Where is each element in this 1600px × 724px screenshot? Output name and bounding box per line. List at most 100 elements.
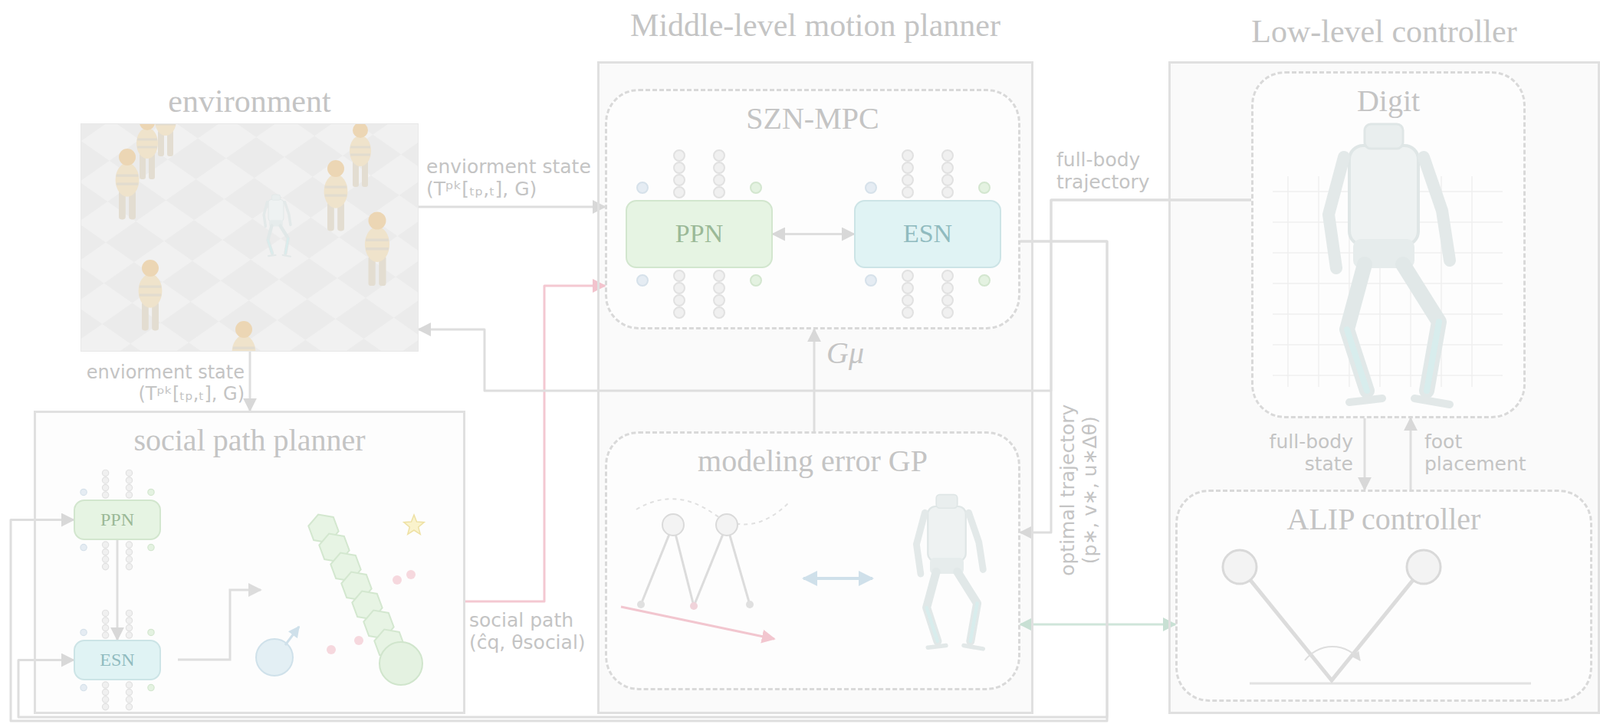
illustration-part [1471, 176, 1473, 388]
digit-robot [1272, 124, 1503, 405]
box-heading: ALIP controller [1177, 501, 1591, 539]
illustration-part [136, 123, 158, 180]
connector [1020, 624, 1176, 627]
illustration-part [1239, 567, 1424, 681]
network-box: PPN [625, 200, 773, 269]
illustration-part [689, 602, 698, 611]
connector [1363, 418, 1367, 490]
illustration-part [33, 410, 466, 715]
network-box: ESN [854, 200, 1002, 269]
illustration-part [916, 495, 983, 650]
box-heading: SZN-MPC [607, 100, 1019, 138]
connector-group [10, 200, 1411, 722]
illustration-part [263, 194, 291, 257]
illustration-part [1272, 374, 1503, 377]
illustration-part [1272, 282, 1503, 285]
illustration-part [640, 525, 750, 607]
connector [18, 241, 1108, 718]
illustration-part [364, 212, 390, 287]
module-box: ALIP controller [1175, 489, 1593, 703]
planner-panel: social path plannerPPN ESN [33, 410, 466, 715]
illustration-part [232, 321, 257, 352]
connector [116, 540, 119, 641]
illustration-part [404, 515, 425, 535]
illustration-part [324, 160, 349, 231]
box-heading: environment [81, 82, 418, 121]
box-heading: Middle-level motion planner [599, 6, 1032, 45]
panel-fills [33, 61, 1600, 715]
illustration-part [285, 627, 299, 646]
connector [249, 351, 252, 411]
network-box: PPN [73, 499, 161, 541]
illustration-part [1249, 683, 1532, 686]
box-heading: modeling error GP [607, 443, 1019, 480]
illustration-part [1251, 71, 1526, 419]
box-label: ESN [99, 649, 135, 672]
illustration-part [406, 570, 416, 580]
illustration-part [1175, 489, 1593, 703]
illustration-part [177, 590, 261, 661]
connector [1409, 418, 1413, 490]
edge-label: enviorment state (Tᵖᵏ[ₜₚ,ₜ], G) [426, 156, 592, 201]
box-heading: Low-level controller [1170, 12, 1598, 51]
illustration-part [620, 607, 775, 640]
connector [418, 206, 605, 209]
illustration-part [138, 259, 163, 331]
alip-sketch [1222, 550, 1532, 684]
illustration-part [326, 645, 336, 655]
edge-label: enviorment state (Tᵖᵏ[ₜₚ,ₜ], G) [64, 362, 245, 405]
environment-scene [80, 123, 419, 352]
box-heading: Digit [1253, 82, 1524, 120]
illustration-part [1222, 550, 1257, 585]
social-path-sketch [177, 513, 424, 686]
illustration-part [349, 123, 372, 188]
illustration-part [256, 639, 293, 677]
edge-label: full-body state [1245, 431, 1354, 477]
network-box: ESN [73, 640, 161, 681]
connector [1020, 200, 1252, 533]
connector [418, 200, 1252, 391]
box-label: PPN [675, 218, 723, 250]
illustration-part [379, 642, 423, 686]
edge-label: optimal trajectory (p∗, v∗, u∗Δθ) [1057, 387, 1102, 595]
illustration-part [1287, 176, 1289, 388]
illustration-part [662, 514, 684, 536]
illustration-part [354, 636, 364, 646]
illustration-part [1168, 61, 1600, 715]
connector [772, 233, 855, 236]
connector [465, 285, 605, 602]
illustration-part [716, 514, 738, 536]
gp-sketch [620, 495, 983, 650]
illustration-part [1272, 344, 1503, 346]
module-box: SZN-MPC PPN ESN [604, 88, 1021, 330]
connector [10, 241, 1108, 722]
module-box: modeling error GP [604, 431, 1021, 691]
planner-panel: Middle-level motion plannerSZN-MPCPPNESN… [597, 61, 1034, 715]
illustration-part [597, 61, 1034, 715]
connector [813, 329, 816, 432]
edge-label: full-body trajectory [1056, 149, 1164, 194]
illustration-part [392, 575, 402, 585]
illustration-part [1317, 176, 1320, 388]
box-label: ESN [903, 218, 953, 250]
robot-box: Digit [1251, 71, 1526, 419]
edge-label: social path (ĉq, θsocial) [469, 610, 592, 655]
edge-label: foot placement [1424, 431, 1540, 477]
illustration-part [803, 577, 873, 581]
illustration-part [604, 431, 1021, 691]
illustration-part [1328, 124, 1450, 405]
edge-label: Gμ [826, 335, 896, 372]
illustration-part [1304, 647, 1361, 661]
environment-panel: environment [80, 123, 419, 352]
illustration-part [1406, 550, 1441, 585]
box-label: PPN [100, 509, 135, 532]
illustration-part [1272, 313, 1503, 316]
illustration-part [115, 148, 140, 220]
illustration-part [604, 88, 1021, 330]
box-heading: social path planner [36, 422, 464, 460]
illustration-part [80, 123, 419, 352]
controller-panel: Low-level controllerDigitALIP controller [1168, 61, 1600, 715]
illustration-part [637, 601, 645, 609]
illustration-part [636, 499, 790, 525]
